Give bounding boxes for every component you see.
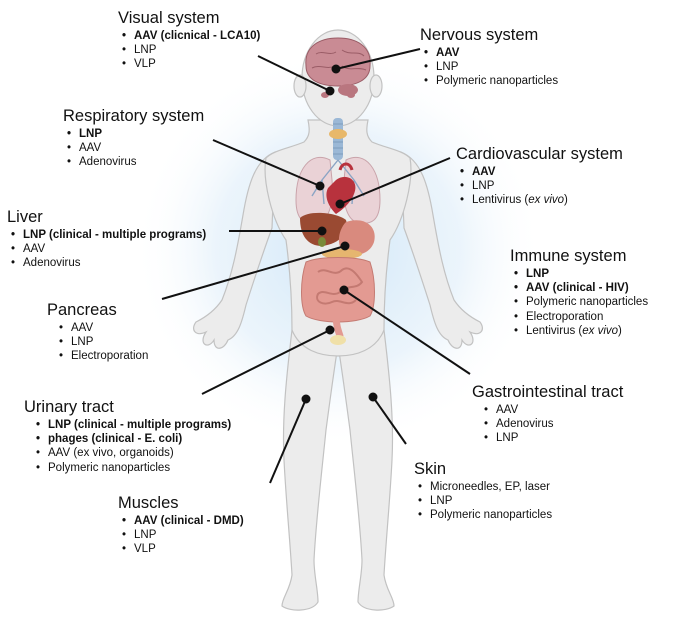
list-item: Adenovirus — [484, 417, 623, 431]
system-title: Liver — [7, 208, 43, 226]
delivery-list: LNP (clinical - multiple programs) AAV A… — [7, 228, 206, 271]
label-urinary-tract: Urinary tract LNP (clinical - multiple p… — [24, 397, 231, 475]
label-respiratory-system: Respiratory system LNP AAV Adenovirus — [63, 106, 204, 170]
list-item: Adenovirus — [67, 155, 204, 169]
brain — [305, 37, 371, 87]
list-item: LNP — [59, 335, 148, 349]
list-item: AAV — [424, 46, 558, 60]
label-immune-system: Immune system LNP AAV (clinical - HIV) P… — [510, 246, 648, 338]
list-item: AAV (clicnical - LCA10) — [122, 29, 260, 43]
delivery-list: AAV LNP Lentivirus (ex vivo) — [456, 165, 623, 208]
rectum — [332, 312, 344, 340]
system-title: Visual system — [118, 9, 220, 27]
delivery-list: LNP AAV (clinical - HIV) Polymeric nanop… — [510, 267, 648, 338]
heart — [326, 176, 356, 214]
label-visual-system: Visual system AAV (clicnical - LCA10) LN… — [118, 8, 260, 72]
pancreas — [322, 249, 362, 259]
list-item: AAV — [484, 403, 623, 417]
list-item: LNP — [67, 127, 204, 141]
list-item: LNP (clinical - multiple programs) — [11, 228, 206, 242]
list-item: Polymeric nanoparticles — [36, 461, 231, 475]
list-item: LNP — [514, 267, 648, 281]
pointer-lines — [161, 48, 471, 484]
delivery-list: Microneedles, EP, laser LNP Polymeric na… — [414, 480, 552, 523]
delivery-list: AAV LNP Polymeric nanoparticles — [420, 46, 558, 89]
gallbladder — [318, 237, 326, 247]
label-liver: Liver LNP (clinical - multiple programs)… — [7, 207, 206, 271]
system-title: Cardiovascular system — [456, 145, 623, 163]
system-title: Skin — [414, 460, 447, 478]
list-item: Adenovirus — [11, 256, 206, 270]
list-item: phages (clinical - E. coli) — [36, 432, 231, 446]
system-title: Muscles — [118, 494, 179, 512]
list-item: AAV (clinical - HIV) — [514, 281, 648, 295]
list-item: VLP — [122, 57, 260, 71]
list-item: AAV (clinical - DMD) — [122, 514, 244, 528]
label-muscles: Muscles AAV (clinical - DMD) LNP VLP — [118, 493, 244, 557]
delivery-list: AAV (clicnical - LCA10) LNP VLP — [118, 29, 260, 72]
list-item: AAV — [460, 165, 623, 179]
system-title: Nervous system — [420, 26, 539, 44]
list-item: Electroporation — [514, 310, 648, 324]
system-title: Pancreas — [47, 301, 117, 319]
label-nervous-system: Nervous system AAV LNP Polymeric nanopar… — [420, 25, 558, 89]
list-item: VLP — [122, 542, 244, 556]
item-italic: ex vivo — [582, 324, 619, 337]
large-intestine — [301, 257, 375, 323]
list-item: Lentivirus (ex vivo) — [460, 193, 623, 207]
label-cardiovascular-system: Cardiovascular system AAV LNP Lentivirus… — [456, 144, 623, 208]
list-item: LNP — [424, 60, 558, 74]
list-item: Polymeric nanoparticles — [424, 74, 558, 88]
delivery-list: LNP (clinical - multiple programs) phage… — [24, 418, 231, 475]
list-item: Electroporation — [59, 349, 148, 363]
list-item: Polymeric nanoparticles — [418, 508, 552, 522]
thyroid — [329, 129, 347, 139]
list-item: LNP (clinical - multiple programs) — [36, 418, 231, 432]
label-pancreas: Pancreas AAV LNP Electroporation — [47, 300, 148, 364]
list-item: Microneedles, EP, laser — [418, 480, 552, 494]
list-item: Polymeric nanoparticles — [514, 295, 648, 309]
delivery-list: AAV Adenovirus LNP — [472, 403, 623, 446]
list-item: LNP — [484, 431, 623, 445]
list-item: LNP — [418, 494, 552, 508]
delivery-list: LNP AAV Adenovirus — [63, 127, 204, 170]
system-title: Respiratory system — [63, 107, 205, 125]
list-item: AAV — [11, 242, 206, 256]
eye-right — [347, 92, 355, 98]
item-suffix: ) — [618, 324, 622, 337]
list-item: AAV — [59, 321, 148, 335]
label-skin: Skin Microneedles, EP, laser LNP Polymer… — [414, 459, 552, 523]
system-title: Immune system — [510, 247, 627, 265]
list-item: LNP — [460, 179, 623, 193]
list-item: AAV (ex vivo, organoids) — [36, 446, 231, 460]
system-title: Gastrointestinal tract — [472, 383, 624, 401]
delivery-list: AAV LNP Electroporation — [47, 321, 148, 364]
item-text: Lentivirus ( — [472, 194, 529, 207]
item-suffix: ) — [564, 194, 568, 207]
list-item: LNP — [122, 528, 244, 542]
item-text: Lentivirus ( — [526, 324, 583, 337]
item-italic: ex vivo — [528, 194, 565, 207]
list-item: Lentivirus (ex vivo) — [514, 324, 648, 338]
bladder — [330, 335, 346, 345]
label-gastrointestinal-tract: Gastrointestinal tract AAV Adenovirus LN… — [472, 382, 623, 446]
list-item: LNP — [122, 43, 260, 57]
system-title: Urinary tract — [24, 398, 114, 416]
delivery-list: AAV (clinical - DMD) LNP VLP — [118, 514, 244, 557]
list-item: AAV — [67, 141, 204, 155]
